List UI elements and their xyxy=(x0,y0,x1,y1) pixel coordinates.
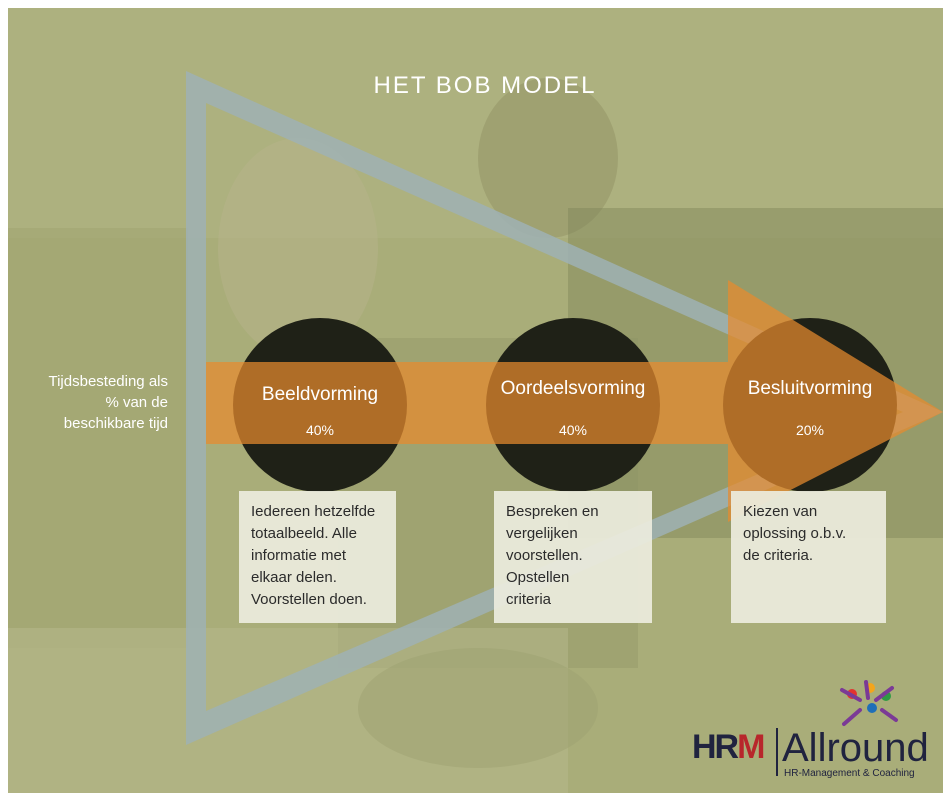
logo-hrm-text: HRM xyxy=(692,728,765,767)
note-besluitvorming: Kiezen van oplossing o.b.v. de criteria. xyxy=(731,491,886,623)
note-line: voorstellen. xyxy=(506,547,583,564)
side-label-line1: Tijdsbesteding als xyxy=(48,373,168,390)
side-label-line3: beschikbare tijd xyxy=(63,415,168,432)
logo-people-icon xyxy=(840,680,898,726)
stage-percent-beeldvorming: 40% xyxy=(305,422,335,438)
time-allocation-label: Tijdsbesteding als % van de beschikbare … xyxy=(8,371,168,434)
stage-percent-besluitvorming: 20% xyxy=(795,422,825,438)
side-label-line2: % van de xyxy=(105,394,168,411)
stage-name-oordeelsvorming: Oordeelsvorming xyxy=(500,378,646,399)
logo-subtitle: HR-Management & Coaching xyxy=(784,768,915,779)
note-line: oplossing o.b.v. xyxy=(743,525,847,542)
stage-percent-oordeelsvorming: 40% xyxy=(558,422,588,438)
diagram-title: HET BOB MODEL xyxy=(373,72,597,99)
note-line: Voorstellen doen. xyxy=(251,591,367,608)
note-line: totaalbeeld. Alle xyxy=(251,525,357,542)
hrm-allround-logo: HRM Allround HR-Management & Coaching xyxy=(690,680,940,788)
logo-allround-text: Allround xyxy=(782,726,929,770)
logo-hr: HR xyxy=(692,728,739,766)
bob-model-infographic: HET BOB MODEL Tijdsbesteding als % van d… xyxy=(8,8,943,793)
note-line: criteria xyxy=(506,591,552,608)
note-line: Kiezen van xyxy=(743,503,818,520)
note-line: Opstellen xyxy=(506,569,570,586)
note-line: Iedereen hetzelfde xyxy=(251,503,376,520)
note-line: Bespreken en xyxy=(506,503,599,520)
note-line: de criteria. xyxy=(743,547,814,564)
note-line: vergelijken xyxy=(506,525,578,542)
note-beeldvorming: Iedereen hetzelfde totaalbeeld. Alle inf… xyxy=(239,491,396,623)
stage-name-besluitvorming: Besluitvorming xyxy=(747,378,873,399)
bob-diagram xyxy=(186,71,943,745)
logo-m: M xyxy=(737,728,765,766)
process-arrow xyxy=(206,280,943,522)
note-line: elkaar delen. xyxy=(251,569,337,586)
stage-name-beeldvorming: Beeldvorming xyxy=(261,384,379,405)
note-line: informatie met xyxy=(251,547,347,564)
note-oordeelsvorming: Bespreken en vergelijken voorstellen. Op… xyxy=(494,491,652,623)
logo-divider xyxy=(776,728,778,776)
